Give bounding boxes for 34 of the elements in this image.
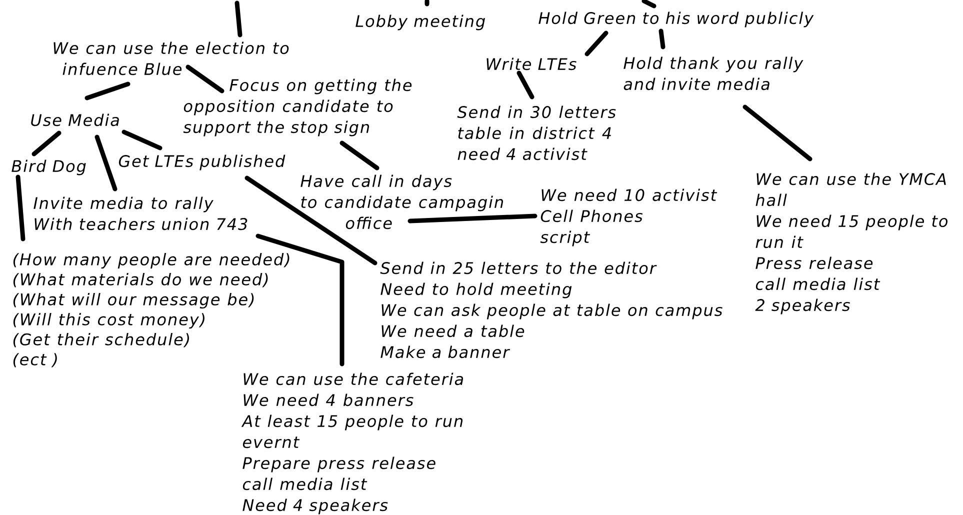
connector-line: [516, 70, 534, 100]
connector-line: [84, 82, 130, 100]
note-text: Use Media: [31, 114, 119, 126]
connector-line: [256, 234, 344, 366]
note-text: Have call in days to candidate campagin office: [300, 174, 504, 230]
connector-line: [424, 0, 430, 6]
connector-line: [234, 0, 242, 38]
note-text: Send in 30 letters table in district 4 need 4 activist: [457, 106, 616, 160]
connector-line: [584, 30, 608, 56]
connector-line: [742, 104, 812, 162]
connector-line: [122, 130, 162, 150]
note-text: Lobby meeting: [356, 14, 485, 30]
note-text: Write LTEs: [486, 58, 576, 70]
note-text: Send in 25 letters to the editor Need to hold meeting We can ask people at table on campus We need a table Make a banner: [380, 262, 722, 358]
note-text: Hold thank you rally and invite media: [624, 56, 804, 90]
note-text: We can use the election to infuence Blue: [54, 42, 289, 76]
connector-line: [16, 174, 26, 242]
note-text: (How many people are needed) (What materials do we need) (What will our message be) (Will this cost money) (Get their schedule) (ect ): [13, 253, 290, 368]
connector-line: [642, 0, 656, 8]
note-text: Bird Dog: [12, 160, 86, 176]
connector-line: [340, 140, 380, 170]
note-text: Invite media to rally With teachers union 743: [34, 196, 248, 230]
note-text: Hold Green to his word publicly: [538, 12, 814, 28]
connector-line: [244, 176, 378, 266]
note-text: Focus on getting the opposition candidate to support the stop sign: [183, 78, 412, 136]
note-text: We need 10 activist Cell Phones script: [540, 188, 718, 246]
connector-line: [94, 134, 118, 192]
connector-line: [186, 64, 224, 94]
connector-line: [32, 130, 62, 156]
note-text: Get LTEs published: [118, 154, 286, 170]
connector-line: [658, 28, 666, 50]
note-text: We can use the cafeteria We need 4 banners At least 15 people to run evernt Prepare press release call media list Need 4 speakers: [241, 372, 464, 514]
connector-line: [408, 214, 538, 224]
note-text: We can use the YMCA hall We need 15 people to run it Press release call media list 2 speakers: [755, 172, 948, 314]
